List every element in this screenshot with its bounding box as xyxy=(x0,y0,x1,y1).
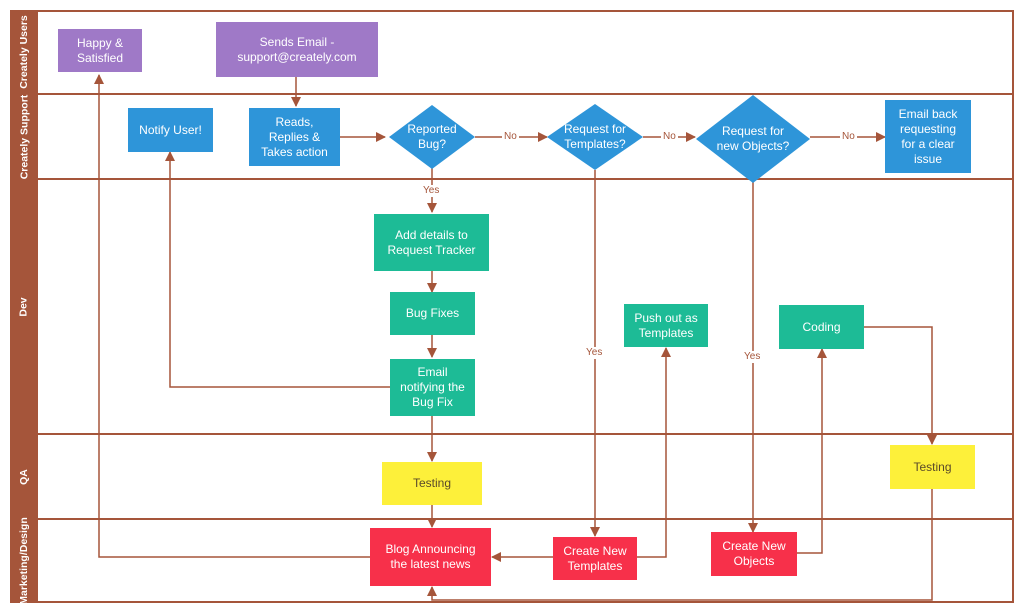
node-blog-announcing: Blog Announcing the latest news xyxy=(370,528,491,586)
node-bug-fixes: Bug Fixes xyxy=(390,292,475,335)
lane-divider xyxy=(38,433,1014,435)
edge-label-yes: Yes xyxy=(584,347,605,359)
node-testing-left: Testing xyxy=(382,462,482,505)
node-testing-right: Testing xyxy=(890,445,975,489)
node-email-back: Email back requesting for a clear issue xyxy=(885,100,971,173)
node-happy-satisfied: Happy & Satisfied xyxy=(58,29,142,72)
lane-header-bar xyxy=(10,10,38,603)
node-notify-user: Notify User! xyxy=(128,108,213,152)
lane-divider xyxy=(38,518,1014,520)
node-email-notifying: Email notifying the Bug Fix xyxy=(390,359,475,416)
edge-blog-to-happy xyxy=(94,74,370,558)
node-push-out-templates: Push out as Templates xyxy=(624,304,708,347)
edge-email-to-notify xyxy=(165,151,390,388)
node-reads-replies: Reads, Replies & Takes action xyxy=(249,108,340,166)
decision-request-objects xyxy=(696,95,810,183)
decision-reported-bug xyxy=(389,105,475,169)
edge-label-yes: Yes xyxy=(421,185,442,197)
decision-request-templates xyxy=(547,104,643,170)
edge-create-objects-to-coding xyxy=(797,348,827,554)
edge-label-no: No xyxy=(502,131,519,143)
node-create-objects: Create New Objects xyxy=(711,532,797,576)
node-add-details: Add details to Request Tracker xyxy=(374,214,489,271)
edge-coding-to-testing xyxy=(864,326,937,445)
edge-label-yes: Yes xyxy=(742,351,763,363)
edge-label-no: No xyxy=(840,131,857,143)
lane-divider xyxy=(38,178,1014,180)
edge-label-no: No xyxy=(661,131,678,143)
node-create-templates: Create New Templates xyxy=(553,537,637,580)
edge-testing-to-blog-return xyxy=(427,489,933,601)
edge-create-templates-to-push xyxy=(637,347,671,558)
node-sends-email: Sends Email - support@creately.com xyxy=(216,22,378,77)
lane-divider xyxy=(38,93,1014,95)
diagram-frame xyxy=(10,10,1014,603)
node-coding: Coding xyxy=(779,305,864,349)
